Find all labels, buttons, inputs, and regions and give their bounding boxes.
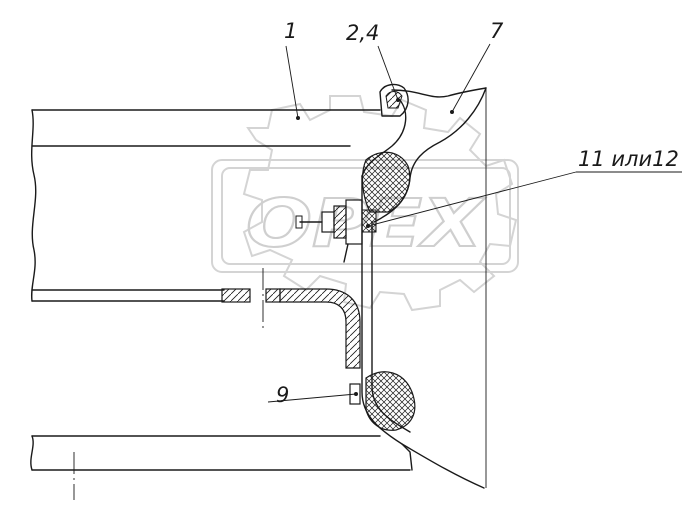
break-line	[30, 109, 37, 302]
center-lines	[73, 268, 264, 500]
callout-2-4: 2,4	[346, 21, 379, 45]
callout-9: 9	[276, 383, 289, 407]
rim-profile	[361, 83, 487, 489]
watermark-plate	[211, 159, 519, 273]
watermark-gear	[242, 95, 518, 312]
callout-7: 7	[490, 19, 504, 43]
valve-assembly	[295, 199, 377, 263]
watermark-logo: OPEX	[211, 95, 519, 312]
fastener-9	[349, 383, 361, 405]
mounting-flange	[221, 288, 361, 369]
leader-lines	[267, 43, 682, 403]
callout-1: 1	[284, 19, 297, 43]
body-part-lines	[30, 109, 411, 471]
callout-11-12: 11 или12	[578, 147, 679, 171]
break-line-lower	[30, 435, 34, 471]
